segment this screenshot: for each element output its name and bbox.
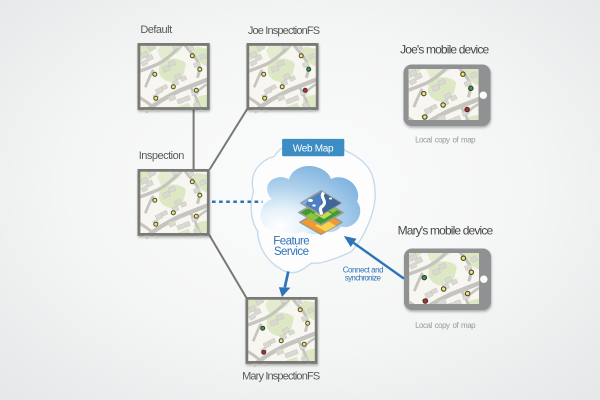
svg-text:Mary's mobile device: Mary's mobile device xyxy=(398,224,494,238)
svg-text:Local copy of map: Local copy of map xyxy=(415,135,476,144)
svg-text:Inspection: Inspection xyxy=(139,150,185,162)
svg-text:Local copy of map: Local copy of map xyxy=(415,321,476,330)
svg-text:Service: Service xyxy=(274,246,309,258)
svg-text:synchronize: synchronize xyxy=(345,273,382,282)
svg-text:Web Map: Web Map xyxy=(293,144,334,155)
svg-text:Feature: Feature xyxy=(273,235,309,247)
svg-text:Mary InspectionFS: Mary InspectionFS xyxy=(242,371,320,383)
svg-text:Default: Default xyxy=(140,24,172,36)
svg-text:Joe InspectionFS: Joe InspectionFS xyxy=(248,25,320,37)
svg-text:Connect and: Connect and xyxy=(343,266,383,275)
svg-text:Joe's mobile device: Joe's mobile device xyxy=(400,42,489,56)
